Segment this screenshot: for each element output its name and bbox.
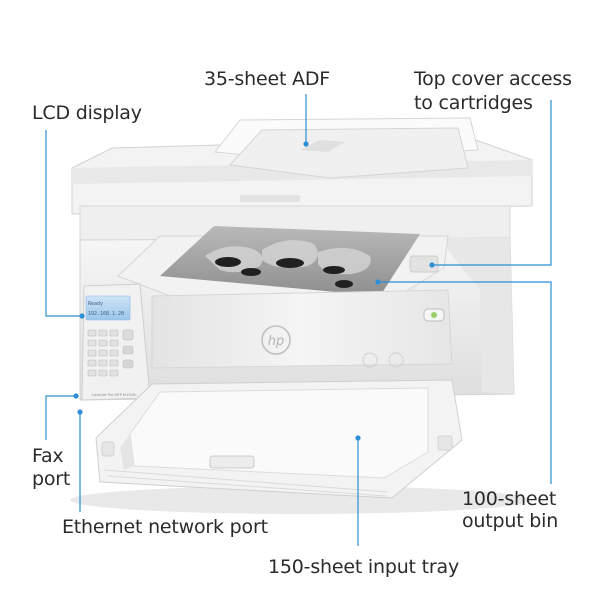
key[interactable] [98,369,108,377]
callout-lines [45,94,552,546]
key[interactable] [87,339,97,347]
label-35-sheet-adf: 35-sheet ADF [204,68,330,90]
lcd-screen [85,295,131,321]
paper-stack [129,387,429,479]
key[interactable] [98,359,108,367]
front-button-left[interactable] [362,352,378,368]
key[interactable] [87,359,97,367]
lcd-line2: 192.168.1.20 [88,311,124,317]
label-lcd-display: LCD display [32,102,142,124]
keypad [87,329,119,377]
label-output-bin-line2: output bin [462,510,559,532]
floor-shadow [70,486,530,514]
label-top-cover-line2: to cartridges [414,92,533,114]
key[interactable] [98,349,108,357]
key[interactable] [98,339,108,347]
key[interactable] [87,369,97,377]
hp-logo-text: hp [268,334,285,349]
key[interactable] [109,359,119,367]
input-tray [95,379,463,499]
paper-guide[interactable] [209,455,255,469]
key[interactable] [109,349,119,357]
nav-button[interactable] [122,329,134,341]
hp-logo [261,325,291,355]
label-top-cover-line1: Top cover access [414,68,572,90]
model-text: LaserJet Pro MFP M130fn [92,393,136,397]
label-input-tray: 150-sheet input tray [268,556,459,578]
front-button-right[interactable] [388,352,404,368]
label-fax-line2: port [32,468,71,490]
adf-unit [71,117,533,241]
key[interactable] [109,339,119,347]
label-ethernet-port: Ethernet network port [62,516,268,538]
key[interactable] [109,329,119,337]
lcd-line1: Ready [88,301,103,307]
output-bin [117,226,449,297]
cancel-button[interactable] [122,359,134,369]
key[interactable] [98,329,108,337]
key[interactable] [87,349,97,357]
label-output-bin-line1: 100-sheet [462,488,557,510]
label-fax-line1: Fax [32,445,64,467]
printer: hp Ready 192.168.1.20 [70,117,533,514]
power-led-icon [431,312,437,318]
control-panel: Ready 192.168.1.20 [81,283,151,401]
start-fax-button[interactable] [122,345,134,355]
front-panel: hp [151,289,453,369]
key[interactable] [109,369,119,377]
key[interactable] [87,329,97,337]
